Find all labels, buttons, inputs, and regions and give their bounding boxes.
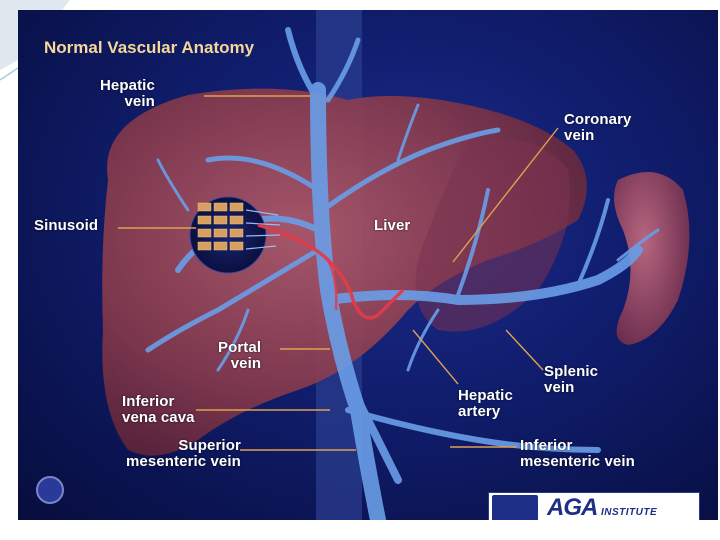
label-inferior-vena-cava: Inferior vena cava — [122, 394, 195, 426]
seal-icon — [36, 476, 64, 504]
label-coronary-vein-line1: Coronary — [564, 112, 631, 128]
label-hepatic-vein-line2: vein — [100, 94, 155, 110]
label-inferior-vena-cava-line1: Inferior — [122, 394, 195, 410]
label-splenic-vein-line2: vein — [544, 380, 598, 396]
label-portal-vein: Portal vein — [218, 340, 261, 372]
label-liver: Liver — [374, 218, 410, 234]
aga-institute-logo: AGA INSTITUTE — [488, 492, 700, 520]
label-hepatic-artery: Hepatic artery — [458, 388, 513, 420]
aga-seal-icon — [492, 495, 538, 520]
label-splenic-vein-line1: Splenic — [544, 364, 598, 380]
label-coronary-vein: Coronary vein — [564, 112, 631, 144]
label-inferior-mesenteric-vein-line1: Inferior — [520, 438, 635, 454]
label-superior-mesenteric-vein: Superior mesenteric vein — [126, 438, 241, 470]
label-inferior-mesenteric-vein-line2: mesenteric vein — [520, 454, 635, 470]
label-hepatic-artery-line1: Hepatic — [458, 388, 513, 404]
label-splenic-vein: Splenic vein — [544, 364, 598, 396]
label-coronary-vein-line2: vein — [564, 128, 631, 144]
label-portal-vein-line1: Portal — [218, 340, 261, 356]
label-inferior-vena-cava-line2: vena cava — [122, 410, 195, 426]
label-hepatic-vein-line1: Hepatic — [100, 78, 155, 94]
label-hepatic-vein: Hepatic vein — [100, 78, 155, 110]
label-sinusoid: Sinusoid — [34, 218, 98, 234]
label-inferior-mesenteric-vein: Inferior mesenteric vein — [520, 438, 635, 470]
label-portal-vein-line2: vein — [218, 356, 261, 372]
anatomy-illustration-panel: Normal Vascular Anatomy Hepatic vein Cor… — [18, 10, 718, 520]
label-superior-mesenteric-vein-line2: mesenteric vein — [126, 454, 241, 470]
label-hepatic-artery-line2: artery — [458, 404, 513, 420]
logo-subtitle: INSTITUTE — [601, 507, 657, 518]
logo-name: AGA — [547, 494, 597, 520]
label-superior-mesenteric-vein-line1: Superior — [126, 438, 241, 454]
diagram-title: Normal Vascular Anatomy — [44, 38, 254, 58]
